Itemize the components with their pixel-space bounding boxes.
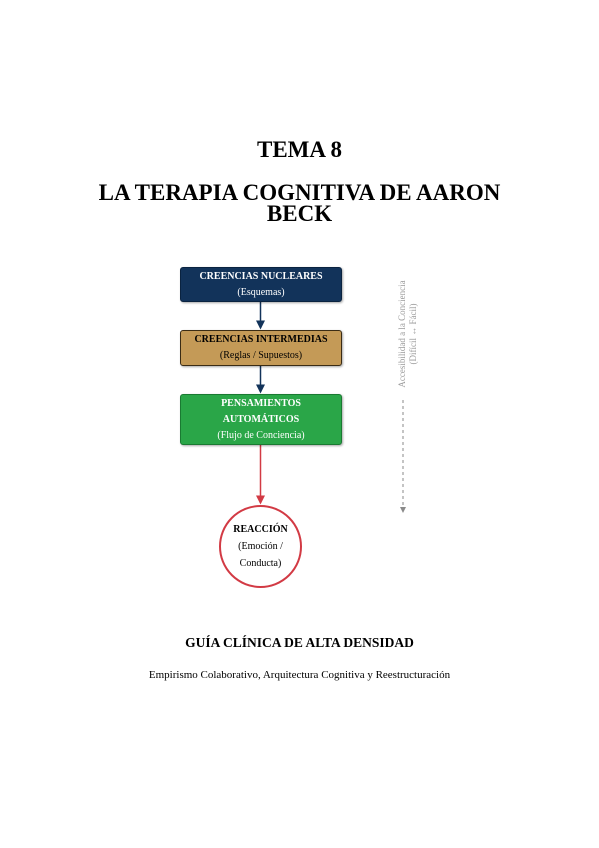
title-line-1: LA TERAPIA COGNITIVA DE AARON bbox=[98, 180, 501, 205]
node-intermediate-beliefs-label: CREENCIAS INTERMEDIAS bbox=[194, 334, 328, 345]
node-reaction-sub-1: (Emoción / bbox=[238, 541, 283, 552]
chapter-number: TEMA 8 bbox=[257, 137, 342, 162]
node-automatic-thoughts-label-1: PENSAMIENTOS bbox=[221, 398, 301, 409]
accessibility-label-rotated: Accesibilidad a la Conciencia (Difícil ↔… bbox=[397, 274, 419, 394]
accessibility-label: Accesibilidad a la Conciencia (Difícil ↔… bbox=[397, 274, 419, 394]
guide-tagline: Empirismo Colaborativo, Arquitectura Cog… bbox=[148, 669, 451, 681]
title-line-2: BECK bbox=[266, 201, 333, 226]
node-core-beliefs-sub: (Esquemas) bbox=[237, 287, 285, 298]
node-core-beliefs-label: CREENCIAS NUCLEARES bbox=[199, 271, 323, 282]
node-automatic-thoughts-label-2: AUTOMÁTICOS bbox=[222, 414, 300, 425]
node-automatic-thoughts: PENSAMIENTOS AUTOMÁTICOS (Flujo de Conci… bbox=[180, 394, 342, 445]
node-automatic-thoughts-sub: (Flujo de Conciencia) bbox=[217, 430, 305, 441]
node-reaction: REACCIÓN (Emoción / Conducta) bbox=[219, 505, 302, 588]
node-intermediate-beliefs-sub: (Reglas / Supuestos) bbox=[219, 350, 303, 361]
accessibility-label-line-1: Accesibilidad a la Conciencia bbox=[397, 280, 407, 388]
node-reaction-sub-2: Conducta) bbox=[239, 558, 282, 569]
accessibility-label-line-2: (Difícil ↔ Fácil) bbox=[408, 303, 418, 365]
page-title: LA TERAPIA COGNITIVA DE AARON BECK bbox=[40, 180, 559, 226]
node-core-beliefs: CREENCIAS NUCLEARES (Esquemas) bbox=[180, 267, 342, 302]
node-reaction-label: REACCIÓN bbox=[233, 524, 288, 535]
node-intermediate-beliefs: CREENCIAS INTERMEDIAS (Reglas / Supuesto… bbox=[180, 330, 342, 366]
guide-subtitle: GUÍA CLÍNICA DE ALTA DENSIDAD bbox=[185, 635, 414, 650]
